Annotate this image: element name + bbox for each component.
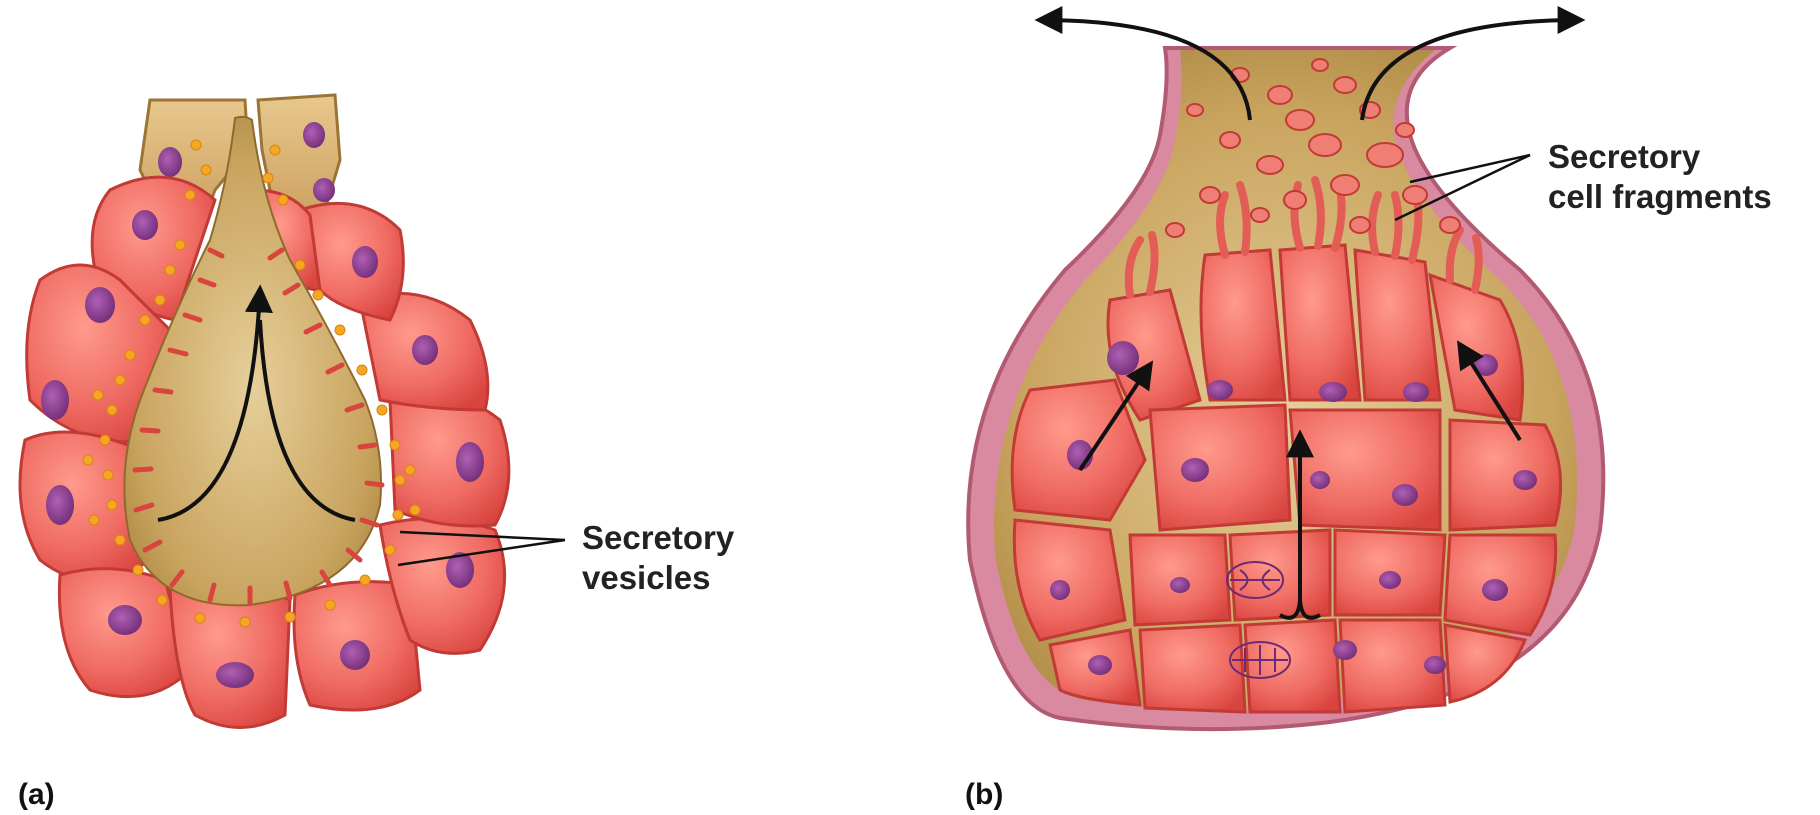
panel-a-tag: (a) xyxy=(18,778,55,812)
label-secretory-cell-fragments: Secretory cell fragments xyxy=(1548,137,1818,217)
label-fragments-line2: cell fragments xyxy=(1548,177,1818,217)
label-secretory-vesicles: Secretory vesicles xyxy=(582,518,802,598)
label-fragments-line1: Secretory xyxy=(1548,137,1818,177)
panel-a-merocrine-gland xyxy=(20,95,565,728)
label-vesicles-line1: Secretory xyxy=(582,518,802,558)
label-vesicles-line2: vesicles xyxy=(582,558,802,598)
panel-b-tag: (b) xyxy=(965,778,1003,812)
panel-b-holocrine-gland xyxy=(968,20,1603,729)
